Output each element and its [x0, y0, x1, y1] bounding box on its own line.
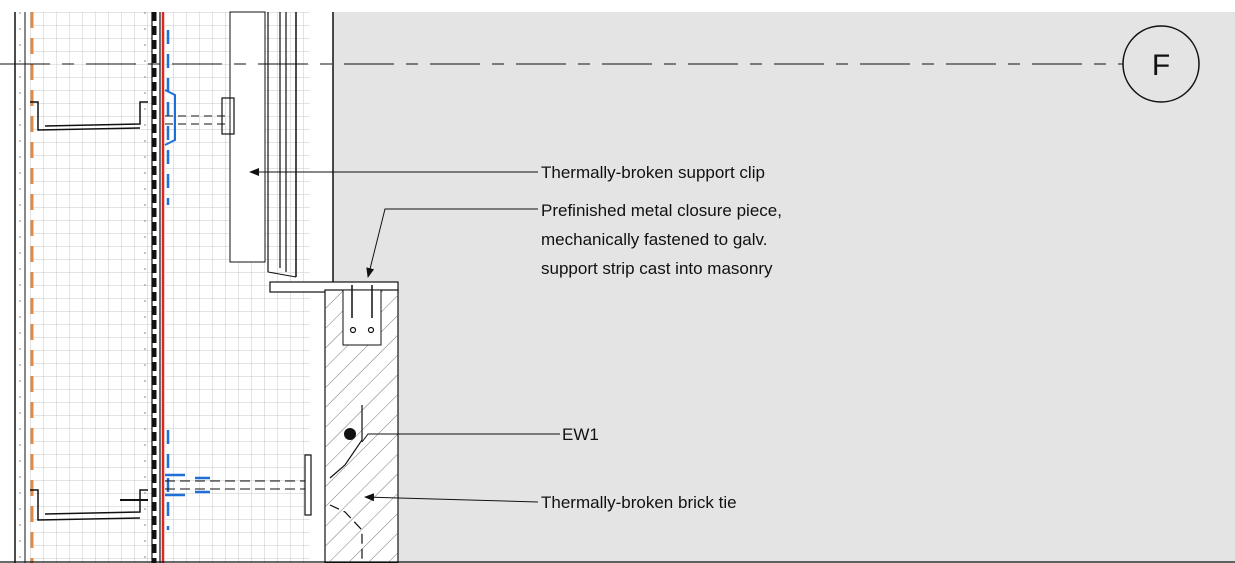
ew1-tag-dot — [344, 428, 356, 440]
leader-brick-tie — [364, 493, 539, 503]
z-girt-upper — [30, 101, 141, 131]
note-closure-line-2: mechanically fastened to galv. — [541, 230, 767, 249]
support-clip — [221, 97, 235, 135]
note-support-clip: Thermally-broken support clip — [541, 163, 765, 182]
tie-plate — [304, 454, 312, 516]
leader-ew1 — [361, 433, 560, 443]
grid-bubble-icon — [1122, 25, 1200, 103]
z-girt-lower — [30, 489, 141, 521]
grid-bubble-label: F — [1152, 49, 1170, 82]
leader-closure — [366, 208, 538, 278]
insulation-grid-left — [30, 12, 152, 563]
note-brick-tie: Thermally-broken brick tie — [541, 493, 737, 512]
note-ew1: EW1 — [562, 425, 599, 444]
exterior-background — [333, 12, 1235, 563]
note-closure-line-3: support strip cast into masonry — [541, 259, 773, 278]
note-closure-line-1: Prefinished metal closure piece, — [541, 201, 782, 220]
